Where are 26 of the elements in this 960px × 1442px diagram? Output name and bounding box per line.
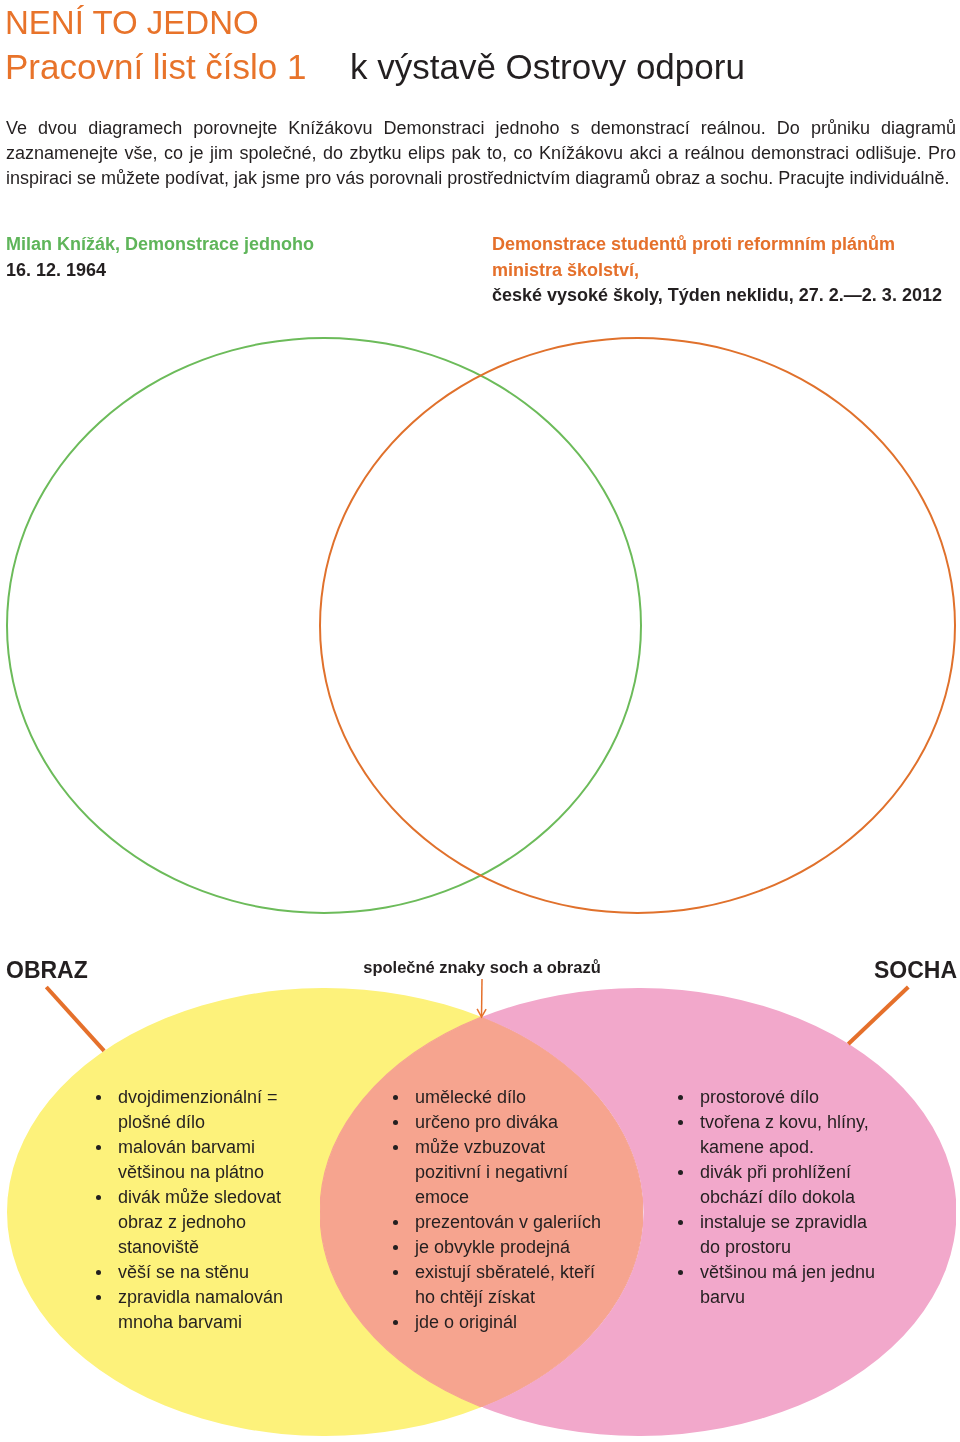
list-item: určeno pro diváka — [415, 1111, 560, 1134]
arrow — [476, 978, 487, 1018]
ellipse-label: OBRAZ — [6, 953, 90, 987]
list-item: tvořena z kovu, hlíny, kamene apod. — [700, 1111, 870, 1159]
title: NENÍ TO JEDNO — [5, 3, 259, 43]
circle-heading: Milan Knížák, Demonstrace jednoho — [6, 233, 315, 256]
venn-circle — [319, 337, 956, 914]
circle-subheading: 16. 12. 1964 — [6, 258, 108, 282]
overlap-label: společné znaky soch a obrazů — [346, 955, 618, 979]
ellipse-label: SOCHA — [873, 953, 957, 987]
list-item: prostorové dílo — [700, 1086, 821, 1109]
exhibition-title: k výstavě Ostrovy odporu — [350, 46, 745, 88]
circle-subheading: české vysoké školy, Týden neklidu, 27. 2.—2. 3. 2012 — [492, 284, 942, 307]
list-item: jde o originál — [415, 1311, 519, 1334]
venn-circle — [6, 337, 642, 914]
list-item: prezentován v galeriích — [415, 1211, 603, 1234]
instructions-text: Ve dvou diagramech porovnejte Knížákovu Demonstraci jednoho s demonstrací reálnou. Do průniku diagramů zaznamenejte vše, co je jim společné, do zbytku elips pak to, co Knížákovu akci a reálnou demonstraci odlišuje. Pro inspiraci se můžete podívat, jak jsme pro vás porovnali prostřednictvím diagramů obraz a sochu. Pracujte individuálně. — [6, 117, 956, 190]
list-item: věší se na stěnu — [118, 1261, 251, 1284]
leader-line — [846, 985, 910, 1046]
subtitle: Pracovní list číslo 1 — [5, 46, 307, 88]
circle-heading: Demonstrace studentů proti reformním plánům ministra školství, — [492, 233, 897, 282]
list-item: je obvykle prodejná — [415, 1236, 572, 1259]
list-item: většinou má jen jednu barvu — [700, 1261, 877, 1309]
leader-line — [44, 985, 106, 1053]
list-item: zpravidla namalován mnoha barvami — [118, 1286, 285, 1334]
list-item: umělecké dílo — [415, 1086, 528, 1109]
